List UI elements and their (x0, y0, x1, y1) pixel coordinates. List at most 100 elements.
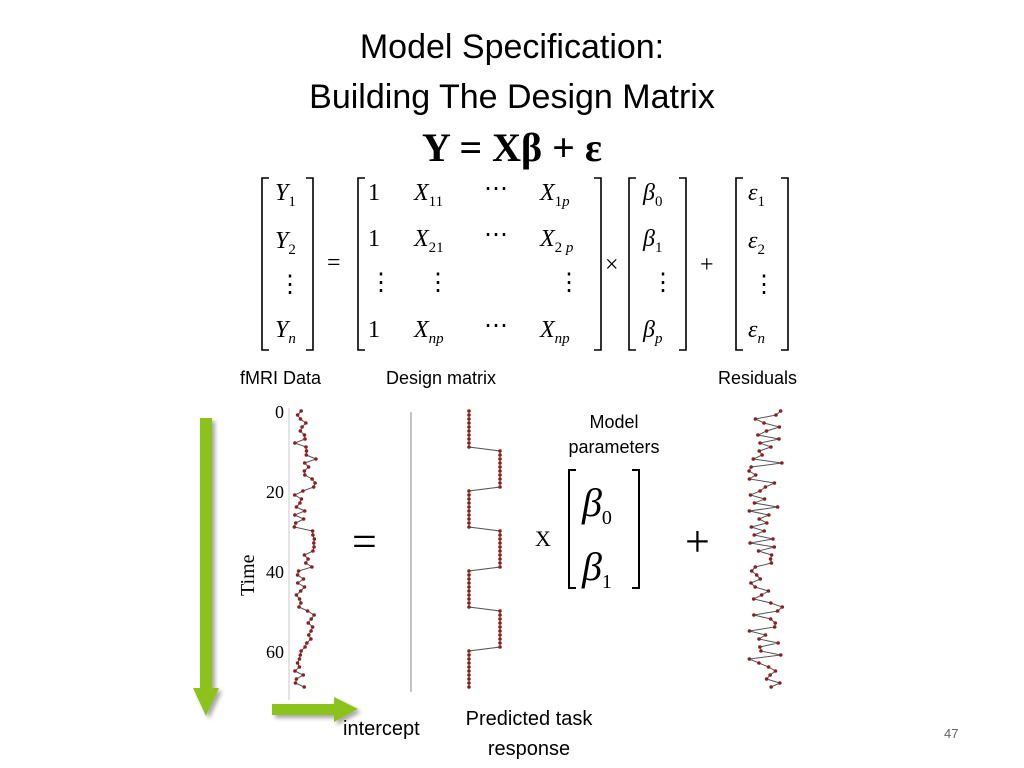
fmri-point-point (305, 609, 310, 613)
task-point-point (498, 481, 502, 485)
task-point-point (467, 521, 471, 525)
residual-point-point (778, 409, 783, 413)
fmri-point-point (299, 601, 303, 605)
label-residuals: Residuals (718, 368, 798, 388)
fmri-point-point (302, 553, 307, 557)
residual-point-point (769, 561, 774, 565)
label-model-parameters: Model parameters (550, 410, 678, 460)
residual-point-point (766, 589, 771, 593)
task-point-point (498, 485, 502, 489)
task-point-point (498, 633, 502, 637)
residual-point-point (763, 633, 768, 637)
fmri-point-point (312, 545, 316, 549)
task-point-point (467, 413, 471, 417)
task-point-point (467, 517, 471, 521)
task-point-point (467, 501, 471, 505)
x-vdots-2: ⋮ (426, 270, 450, 296)
task-point-point (467, 661, 471, 665)
fmri-point-point (295, 581, 300, 585)
x-2-1: 1 (368, 226, 380, 252)
fmri-point-point (304, 453, 309, 457)
task-point-point (467, 653, 471, 657)
residual-point-point (772, 545, 777, 549)
fmri-point-point (314, 457, 318, 461)
residual-point-point (759, 593, 764, 597)
residual-point-point (757, 661, 761, 665)
task-point-point (498, 645, 502, 649)
big-equals: = (352, 517, 377, 566)
task-point-point (498, 617, 502, 621)
residual-point-point (774, 413, 778, 417)
fmri-point-point (301, 517, 306, 521)
x-bracket-right (594, 177, 602, 351)
fmri-point-point (309, 637, 313, 641)
fmri-point-point (302, 469, 307, 473)
fmri-point-point (297, 657, 302, 661)
residual-point-point (749, 525, 754, 529)
fmri-point-point (295, 413, 300, 417)
task-point-point (498, 621, 502, 625)
residual-point-point (749, 581, 753, 585)
task-point-line (468, 411, 501, 687)
residual-point-point (752, 613, 756, 617)
task-point-point (467, 649, 471, 653)
residual-point-point (748, 541, 752, 545)
residual-point-point (753, 417, 758, 421)
residual-point-point (756, 433, 760, 437)
task-point-point (467, 569, 471, 573)
task-point-point (467, 677, 471, 681)
task-point-point (498, 469, 502, 473)
residual-point-point (769, 601, 773, 605)
title-line-1: Model Specification: (359, 28, 665, 66)
epsilon-bracket-left (735, 177, 743, 351)
fmri-point-point (301, 489, 305, 493)
fmri-point-point (312, 613, 316, 617)
fmri-point-point (313, 481, 317, 485)
predicted-task-trace (467, 409, 502, 689)
residual-point-point (772, 625, 777, 629)
x-n-1: 1 (368, 317, 380, 343)
fmri-point-point (293, 669, 297, 673)
residual-point-point (747, 629, 752, 633)
task-point-point (467, 581, 471, 585)
predicted-line-1: Predicted task (465, 708, 593, 730)
title-line-2: Building The Design Matrix (309, 78, 715, 116)
intercept-arrow (272, 697, 358, 722)
fmri-point-point (311, 533, 315, 537)
big-plus: + (685, 517, 710, 566)
task-point-point (498, 529, 502, 533)
residual-point-point (754, 573, 759, 577)
task-point-point (498, 637, 502, 641)
fmri-point-point (312, 541, 316, 545)
x-2-3: ⋯ (484, 222, 508, 248)
fmri-point-point (294, 505, 299, 509)
fmri-point-point (296, 569, 301, 573)
task-point-point (467, 509, 471, 513)
task-point-point (467, 417, 471, 421)
residual-point-point (757, 517, 761, 521)
task-point-point (467, 525, 471, 529)
label-intercept: intercept (343, 718, 420, 740)
fmri-point-point (311, 549, 315, 553)
residual-point-point (778, 653, 783, 657)
task-point-point (498, 545, 502, 549)
fmri-point-point (302, 433, 307, 437)
fmri-point-point (297, 597, 302, 601)
task-point-point (498, 453, 502, 457)
task-point-point (467, 437, 471, 441)
residual-point-point (762, 529, 766, 533)
time-tick-20: 20 (266, 482, 284, 502)
fmri-point-point (295, 661, 300, 665)
fmri-point-point (303, 645, 307, 649)
x-vdots-1: ⋮ (369, 270, 393, 296)
fmri-point-point (304, 421, 308, 425)
task-point-point (467, 489, 471, 493)
task-point-point (498, 609, 502, 613)
task-point-point (467, 441, 471, 445)
label-predicted-task-response: Predicted task response (440, 704, 618, 764)
fmri-point-point (311, 485, 316, 489)
task-point-point (467, 673, 471, 677)
residual-point-point (768, 617, 773, 621)
fmri-point-point (306, 557, 310, 561)
